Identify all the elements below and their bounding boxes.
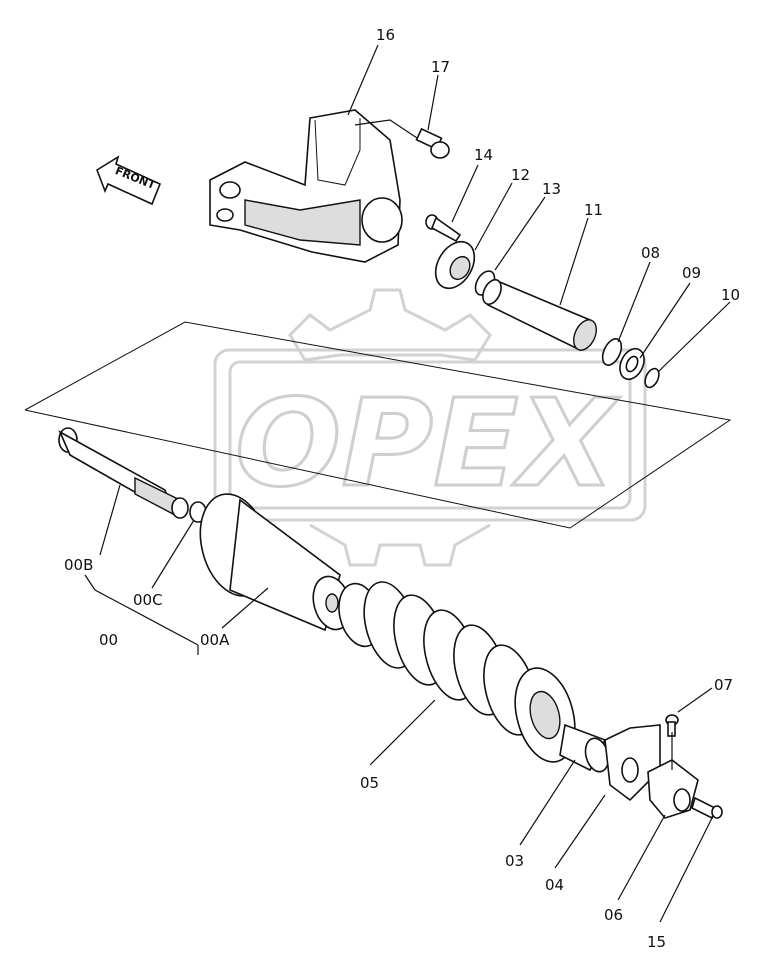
label-15: 15 [647, 933, 666, 951]
pin-11 [482, 278, 598, 352]
watermark: OPEX [213, 288, 647, 567]
bracket-16 [209, 109, 403, 263]
label-00c: 00C [133, 591, 163, 609]
assembly-plane [24, 321, 732, 529]
rod-00b [58, 427, 189, 519]
bolt-14 [425, 214, 462, 243]
label-10: 10 [721, 286, 740, 304]
nut-06 [647, 759, 699, 819]
ring-10 [644, 367, 660, 389]
label-07: 07 [714, 676, 733, 694]
bolt-17 [354, 119, 450, 159]
part-labels: 16 17 14 12 13 11 08 09 10 00B 00C 00 00… [64, 26, 740, 951]
label-11: 11 [584, 201, 603, 219]
label-14: 14 [474, 146, 493, 164]
label-16: 16 [376, 26, 395, 44]
collar-09 [619, 347, 645, 381]
label-05: 05 [360, 774, 379, 792]
label-04: 04 [545, 876, 564, 894]
label-13: 13 [542, 180, 561, 198]
seal-08 [601, 338, 623, 366]
label-08: 08 [641, 244, 660, 262]
label-17: 17 [431, 58, 450, 76]
label-12: 12 [511, 166, 530, 184]
flange-12 [434, 240, 476, 290]
watermark-text: OPEX [235, 375, 621, 514]
spacer-03 [559, 723, 610, 773]
label-00: 00 [99, 631, 118, 649]
screw-07 [665, 714, 679, 737]
label-00a: 00A [200, 631, 230, 649]
label-03: 03 [505, 852, 524, 870]
spring-05 [338, 581, 576, 763]
label-00b: 00B [64, 556, 93, 574]
label-09: 09 [682, 264, 701, 282]
grease-fitting-15 [691, 796, 723, 820]
leader-lines [84, 44, 731, 923]
label-06: 06 [604, 906, 623, 924]
front-arrow-icon: FRONT [96, 155, 162, 206]
